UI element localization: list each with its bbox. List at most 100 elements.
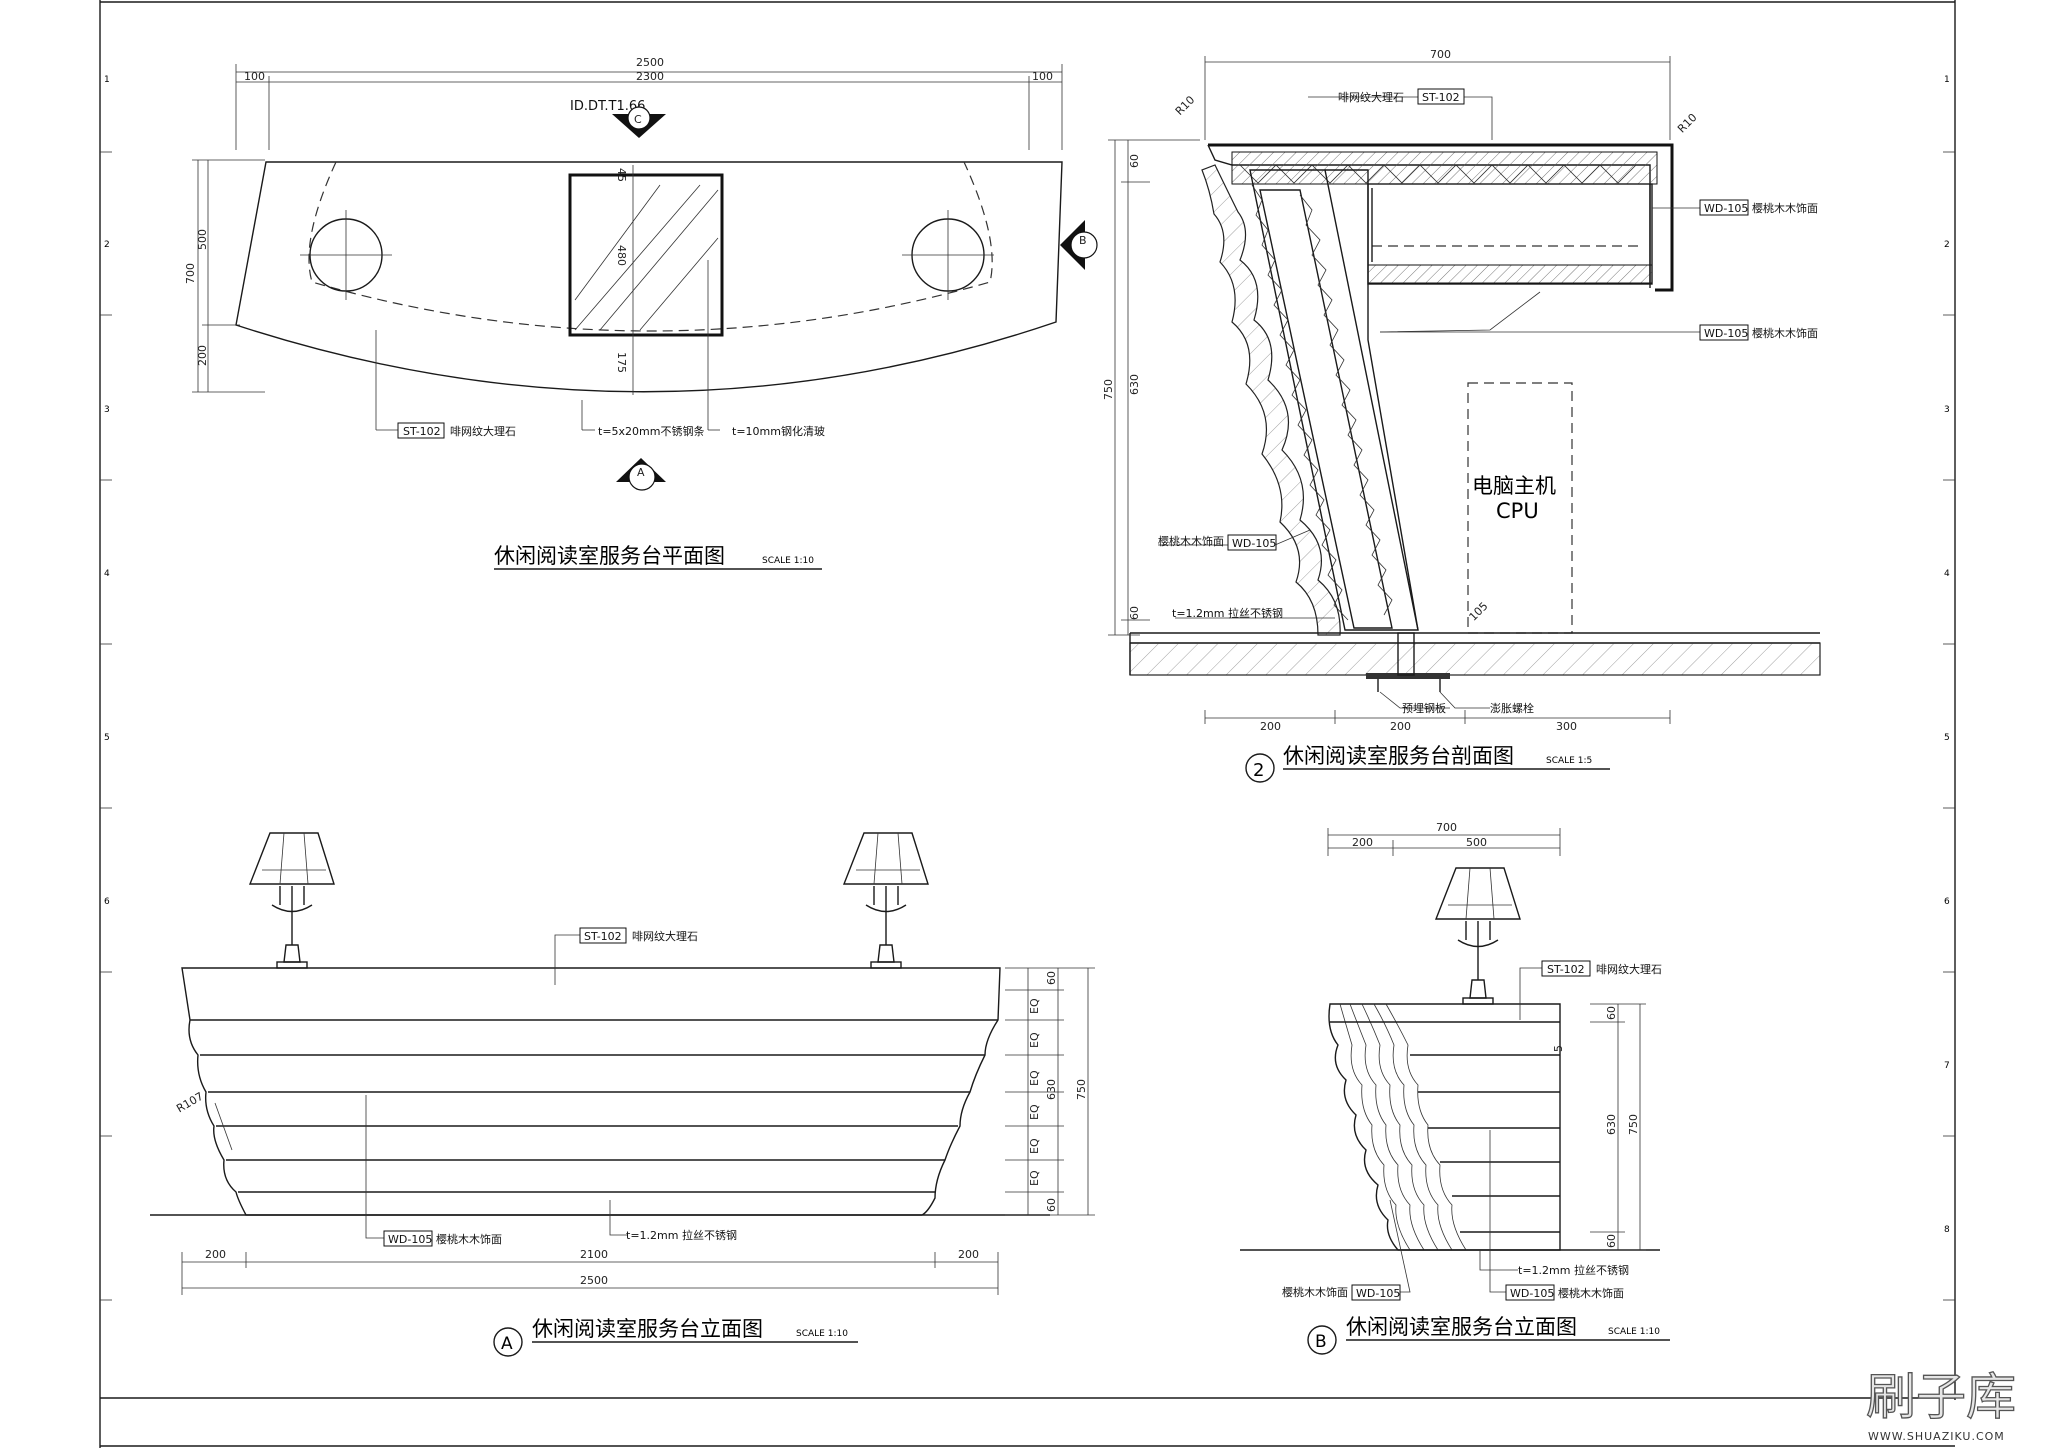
elev-a-wd-text: 樱桃木木饰面 (436, 1232, 502, 1246)
plan-dim-2500: 2500 (636, 56, 664, 69)
section-dim-105: 105 (1467, 600, 1491, 624)
elev-b-dim-200: 200 (1352, 836, 1373, 849)
section-st-text: 啡网纹大理石 (1338, 90, 1404, 104)
border-num-right-7: 7 (1944, 1061, 1950, 1071)
elev-b-dim-5: 5 (1552, 1045, 1565, 1052)
section-dim-200-b: 200 (1390, 720, 1411, 733)
elev-b-wd-text-2: 樱桃木木饰面 (1558, 1286, 1624, 1300)
elev-a-dim-60: 60 (1045, 971, 1058, 985)
elev-a-letter-circle (493, 1327, 523, 1357)
section-dim-630: 630 (1128, 374, 1141, 395)
border-num-right-4: 4 (1944, 569, 1950, 579)
border-num-left-2: 2 (104, 240, 110, 250)
border-numbers: 1 2 3 4 5 6 1 2 3 4 5 6 7 8 (104, 75, 1950, 1235)
plan-dim-100-right: 100 (1032, 70, 1053, 83)
plan-marker-a-circle (628, 463, 656, 491)
elev-b-st-text: 啡网纹大理石 (1596, 962, 1662, 976)
section-r10-right: R10 (1675, 111, 1699, 135)
elev-a-letter: A (501, 1334, 513, 1354)
elev-a-st-tag: ST-102 (584, 930, 622, 943)
elev-a-dim-750: 750 (1075, 1079, 1088, 1100)
section-marble-top (1231, 151, 1658, 185)
elev-a-scale: SCALE 1:10 (796, 1329, 848, 1339)
plan-marker-b-circle (1070, 231, 1098, 259)
border-num-right-8: 8 (1944, 1225, 1950, 1235)
border-num-right-3: 3 (1944, 405, 1950, 415)
section-r10-left: R10 (1173, 93, 1197, 117)
border-num-left-3: 3 (104, 405, 110, 415)
section-wd-text-3: 樱桃木木饰面 (1158, 534, 1224, 548)
border-num-right-2: 2 (1944, 240, 1950, 250)
border-num-left-5: 5 (104, 733, 110, 743)
section-number-circle (1245, 753, 1275, 783)
plan-title: 休闲阅读室服务台平面图 (494, 544, 725, 568)
watermark-url: WWW.SHUAZIKU.COM (1868, 1430, 2005, 1443)
elev-a-r107: R107 (174, 1090, 205, 1116)
section-cpu-en: CPU (1496, 499, 1539, 523)
section-dim-60-bottom: 60 (1128, 606, 1141, 620)
elev-b-dim-500: 500 (1466, 836, 1487, 849)
section-dim-200-a: 200 (1260, 720, 1281, 733)
plan-glass-text: t=10mm钢化清玻 (732, 424, 825, 438)
plan-glass-panel (568, 173, 724, 337)
plan-dim-480: 480 (615, 245, 628, 266)
elev-a-dim-2500: 2500 (580, 1274, 608, 1287)
section-wd-tag-3: WD-105 (1232, 537, 1276, 550)
elev-b-desk (1328, 1003, 1561, 1251)
elev-a-eq-4: EQ (1028, 1104, 1041, 1120)
elev-a-eq-5: EQ (1028, 1138, 1041, 1154)
section-wd-tag-1: WD-105 (1704, 202, 1748, 215)
elev-a-steel-text: t=1.2mm 拉丝不锈钢 (626, 1228, 737, 1242)
section-cpu-cn: 电脑主机 (1472, 474, 1556, 498)
border-num-right-6: 6 (1944, 897, 1950, 907)
plan-view: 2500 2300 100 100 700 500 200 (184, 56, 1098, 570)
watermark: 刷子库 WWW.SHUAZIKU.COM (1865, 1367, 2016, 1443)
elev-b-dim-60: 60 (1605, 1006, 1618, 1020)
elev-b-dim-750: 750 (1627, 1114, 1640, 1135)
section-dim-700: 700 (1430, 48, 1451, 61)
section-title: 休闲阅读室服务台剖面图 (1283, 744, 1514, 768)
section-plate-text: 预埋钢板 (1402, 701, 1446, 715)
elev-b-steel-text: t=1.2mm 拉丝不锈钢 (1518, 1263, 1629, 1277)
plan-scale: SCALE 1:10 (762, 556, 814, 566)
section-dim-300: 300 (1556, 720, 1577, 733)
elev-a-dim-2100: 2100 (580, 1248, 608, 1261)
section-floor (1129, 642, 1821, 676)
elev-a-wd-tag: WD-105 (388, 1233, 432, 1246)
elev-b-title: 休闲阅读室服务台立面图 (1346, 1315, 1577, 1339)
elev-a-dim-630: 630 (1045, 1079, 1058, 1100)
section-scale: SCALE 1:5 (1546, 756, 1592, 766)
elev-a-eq-1: EQ (1028, 998, 1041, 1014)
plan-dim-700: 700 (184, 263, 197, 284)
elev-a-eq-3: EQ (1028, 1070, 1041, 1086)
plan-dim-200: 200 (196, 345, 209, 366)
sheet-frame (99, 0, 1956, 1448)
plan-st-text: 啡网纹大理石 (450, 424, 516, 438)
section-top-slab (1208, 143, 1674, 292)
section-number: 2 (1253, 760, 1264, 781)
section-st-tag: ST-102 (1422, 91, 1460, 104)
plan-dashed-edge (308, 161, 993, 332)
plan-marker-c-circle (627, 106, 651, 130)
elev-b-dim-700: 700 (1436, 821, 1457, 834)
elev-b-wd-tag-2: WD-105 (1510, 1287, 1554, 1300)
plan-desk-outline (235, 161, 1063, 393)
section-wd-tag-2: WD-105 (1704, 327, 1748, 340)
elev-a-lamp-right (842, 832, 929, 969)
plan-dim-45: 45 (615, 168, 628, 182)
elev-a-dim-200-right: 200 (958, 1248, 979, 1261)
plan-marker-b: B (1079, 234, 1087, 247)
elev-b-wd-tag-1: WD-105 (1356, 1287, 1400, 1300)
plan-steel-text: t=5x20mm不锈钢条 (598, 424, 704, 438)
section-bolt-text: 澎胀螺栓 (1490, 701, 1534, 715)
elev-a-st-text: 啡网纹大理石 (632, 929, 698, 943)
section-wood-veneer (1201, 164, 1341, 636)
section-dim-60-top: 60 (1128, 154, 1141, 168)
plan-dim-100-left: 100 (244, 70, 265, 83)
plan-marker-a: A (637, 466, 645, 479)
plan-st-tag-box (397, 422, 445, 439)
elevation-a: R107 60 EQ EQ EQ EQ EQ EQ 630 750 60 (150, 832, 1095, 1357)
section-wd-text-2: 樱桃木木饰面 (1752, 326, 1818, 340)
plan-marker-c: C (634, 113, 642, 126)
elev-b-wd-text-1: 樱桃木木饰面 (1282, 1285, 1348, 1299)
